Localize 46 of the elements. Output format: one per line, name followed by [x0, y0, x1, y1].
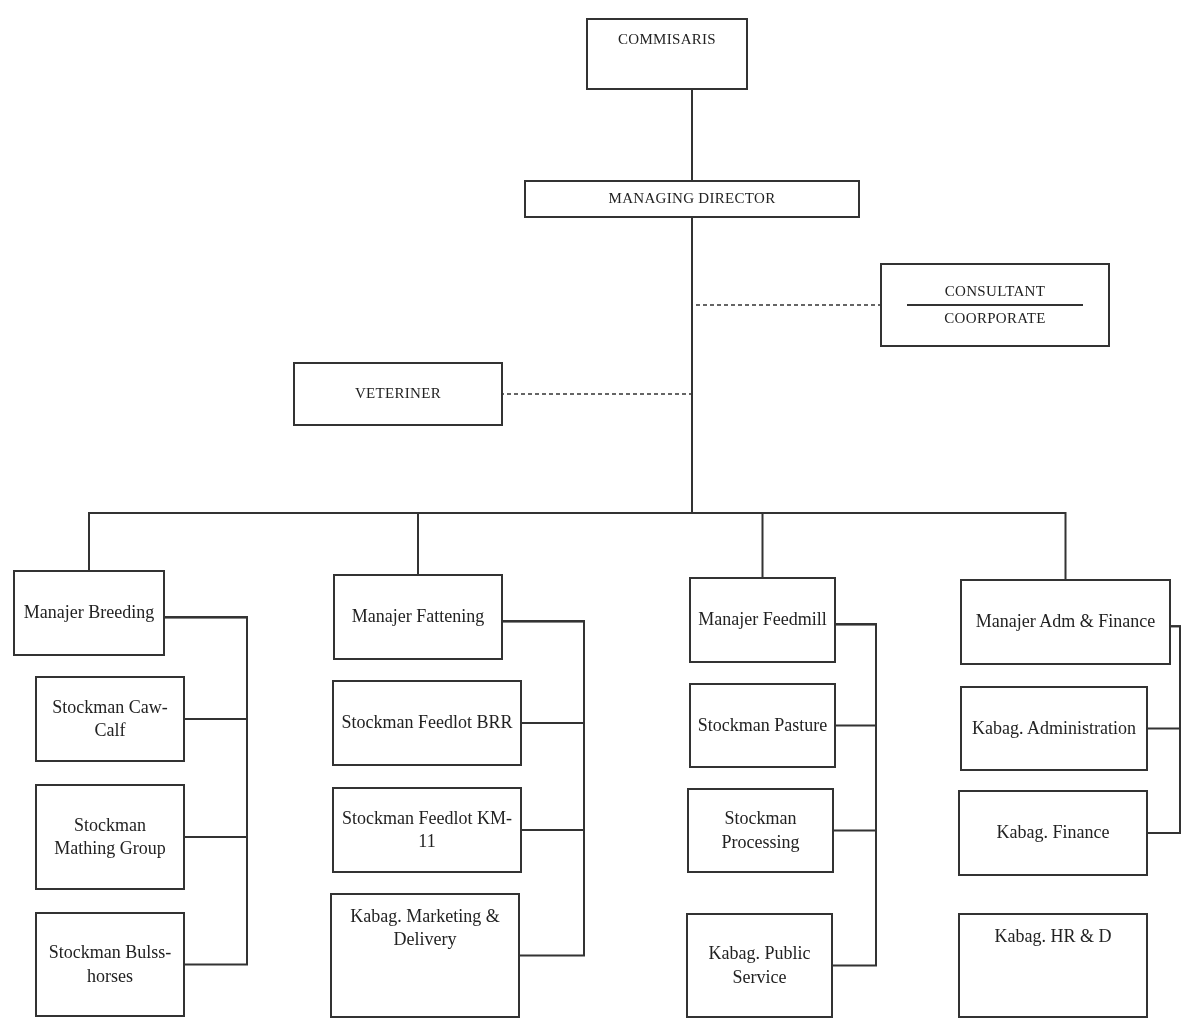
box-label: Stockman Pasture: [697, 713, 828, 737]
org-box: [686, 913, 833, 1018]
box-label: Manajer Feedmill: [698, 608, 827, 632]
box-label: COORPORATE: [944, 309, 1046, 328]
box-label: Stockman Feedlot KM-11: [341, 806, 513, 853]
connector-line: [164, 616, 248, 966]
org-box: [960, 686, 1148, 771]
box-label: COMMISARIS: [618, 30, 716, 49]
org-box: [689, 577, 836, 663]
box-label: Manajer Adm & Finance: [975, 610, 1156, 634]
org-box: [333, 574, 503, 660]
org-box: [13, 570, 165, 656]
org-box: [332, 787, 522, 873]
box-label: Kabag. Administration: [972, 716, 1136, 740]
org-box: [960, 579, 1171, 665]
connector-line: [691, 89, 693, 181]
box-label: Kabag. HR & D: [994, 925, 1112, 948]
box-label: CONSULTANT: [944, 281, 1046, 301]
org-box: [35, 912, 185, 1017]
org-box: [35, 784, 185, 890]
box-label: Manajer Breeding: [23, 601, 155, 625]
box-label: MANAGING DIRECTOR: [608, 189, 776, 209]
org-box: [293, 362, 503, 426]
box-label: Stockman Caw-Calf: [51, 695, 169, 742]
org-box: [586, 18, 748, 90]
org-box: [880, 263, 1110, 347]
box-label: Manajer Fattening: [351, 605, 485, 629]
org-box: [332, 680, 522, 766]
box-label: Stockman Processing: [720, 807, 801, 854]
box-label: Kabag. Finance: [996, 821, 1110, 845]
box-label: VETERINER: [355, 384, 441, 404]
org-box: [958, 913, 1148, 1018]
connector-line: [832, 623, 877, 967]
org-box: [330, 893, 520, 1018]
box-label: Stockman Feedlot BRR: [341, 711, 513, 735]
org-box: [524, 180, 860, 218]
box-label: Kabag. Public Service: [707, 942, 812, 989]
connector-line: [502, 620, 585, 957]
org-box: [687, 788, 834, 873]
box-label: Stockman Mathing Group: [53, 813, 167, 860]
org-box: [35, 676, 185, 762]
connector-line: [1147, 625, 1181, 834]
box-label: Kabag. Marketing & Delivery: [349, 905, 501, 952]
org-box: [958, 790, 1148, 876]
org-box: [689, 683, 836, 768]
box-label: Stockman Bulss-horses: [47, 941, 173, 988]
